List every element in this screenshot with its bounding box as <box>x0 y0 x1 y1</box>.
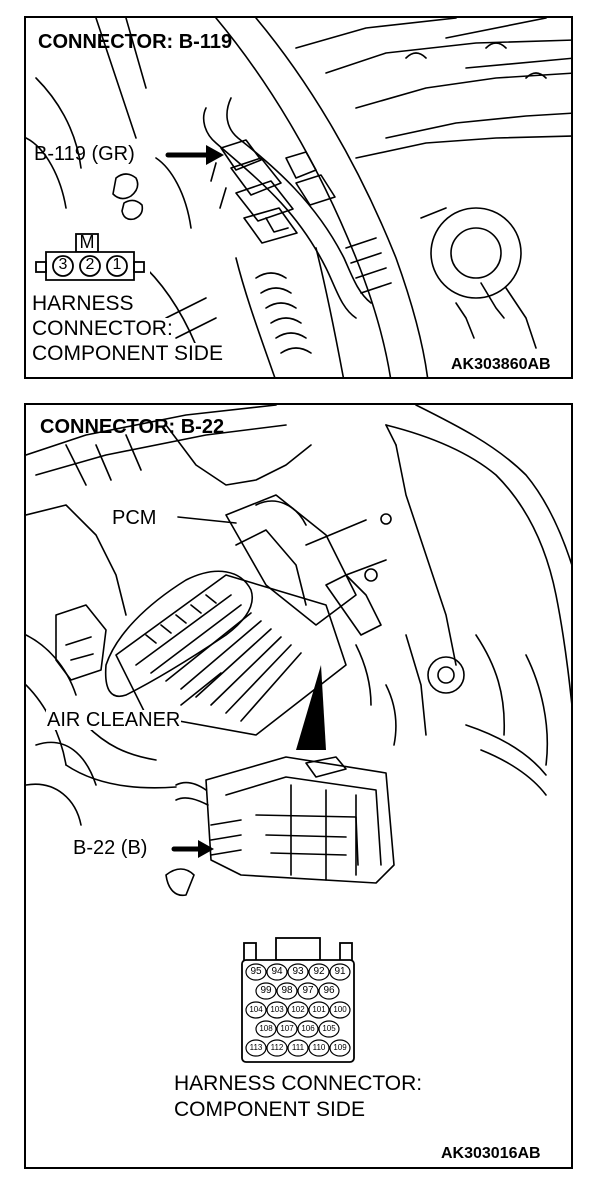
pin-98: 98 <box>281 985 293 996</box>
pin-1: 1 <box>112 256 122 273</box>
b119-connector-face: M 3 2 1 <box>32 226 150 282</box>
panel1-title: CONNECTOR: B-119 <box>38 31 233 53</box>
pin-97: 97 <box>302 985 314 996</box>
pcm-label: PCM <box>111 507 158 529</box>
figure-code-2: AK303016AB <box>441 1145 541 1162</box>
pin-109: 109 <box>333 1043 347 1052</box>
harness-line-3: COMPONENT SIDE <box>32 342 225 365</box>
connector-b22-panel: CONNECTOR: B-22 PCM AIR CLEANER B-22 (B)… <box>24 403 573 1169</box>
connector-key-label: M <box>79 232 95 252</box>
b22-connector-face: 95 94 93 92 91 99 98 97 96 104 103 102 1… <box>236 935 360 1065</box>
pin-99: 99 <box>260 985 272 996</box>
pin-104: 104 <box>249 1005 263 1014</box>
pin-111: 111 <box>291 1043 305 1052</box>
pin-105: 105 <box>322 1024 336 1033</box>
b22-connector-callout: B-22 (B) <box>72 837 149 859</box>
harness-line-2: CONNECTOR: <box>32 317 175 340</box>
pin-93: 93 <box>292 966 304 977</box>
engine-bay-illustration-b22 <box>26 405 571 897</box>
b119-connector-callout: B-119 (GR) <box>34 143 135 165</box>
pin-100: 100 <box>333 1005 347 1014</box>
harness-connector-line-1: HARNESS CONNECTOR: <box>174 1072 423 1095</box>
harness-line-1: HARNESS <box>32 292 136 315</box>
connector-b119-panel: CONNECTOR: B-119 B-119 (GR) M 3 2 1 HARN… <box>24 16 573 379</box>
pin-91: 91 <box>334 966 346 977</box>
air-cleaner-label: AIR CLEANER <box>46 709 182 731</box>
pin-96: 96 <box>323 985 335 996</box>
pin-108: 108 <box>259 1024 273 1033</box>
pin-3: 3 <box>58 256 68 273</box>
pin-101: 101 <box>312 1005 326 1014</box>
pin-102: 102 <box>291 1005 305 1014</box>
pin-95: 95 <box>250 966 262 977</box>
panel2-title: CONNECTOR: B-22 <box>40 416 225 438</box>
pin-92: 92 <box>313 966 325 977</box>
pin-110: 110 <box>312 1043 326 1052</box>
pin-113: 113 <box>249 1043 263 1052</box>
harness-connector-line-2: COMPONENT SIDE <box>174 1098 365 1121</box>
engine-bay-illustration-b119 <box>26 18 571 377</box>
pin-94: 94 <box>271 966 283 977</box>
pin-2: 2 <box>85 256 95 273</box>
figure-code-1: AK303860AB <box>449 356 553 373</box>
pin-103: 103 <box>270 1005 284 1014</box>
pin-106: 106 <box>301 1024 315 1033</box>
pin-107: 107 <box>280 1024 294 1033</box>
pin-112: 112 <box>270 1043 284 1052</box>
